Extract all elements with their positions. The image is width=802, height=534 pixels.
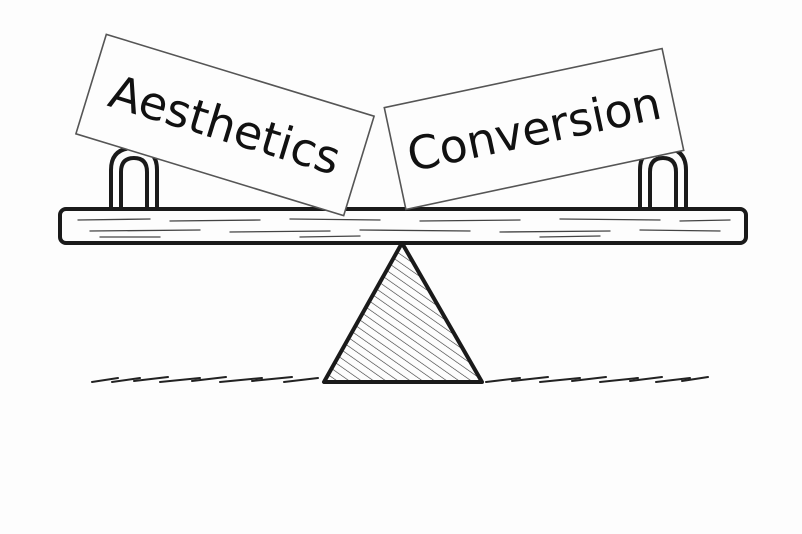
seesaw-plank [58,207,748,245]
ground-line [91,376,709,383]
fulcrum [322,241,484,384]
